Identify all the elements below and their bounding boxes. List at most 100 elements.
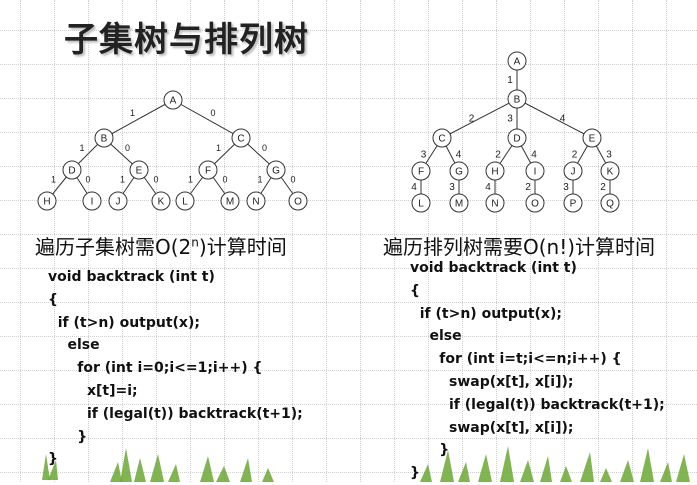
tree-node-label: P bbox=[570, 199, 577, 210]
edge-label: 3 bbox=[449, 182, 455, 193]
perm-code-line: { bbox=[410, 282, 420, 299]
perm-code-line: for (int i=t;i<=n;i++) { bbox=[410, 351, 622, 368]
slide-title: 子集树与排列树 bbox=[64, 20, 309, 60]
grass-blade bbox=[134, 458, 146, 482]
grass-blade bbox=[420, 464, 432, 482]
grid-hline bbox=[0, 30, 697, 31]
grass-blade bbox=[620, 460, 634, 482]
grid-vline bbox=[258, 0, 259, 482]
subset-code-line: if (t>n) output(x); bbox=[48, 314, 200, 331]
perm-code-line: if (t>n) output(x); bbox=[410, 305, 562, 322]
grid-vline bbox=[394, 0, 395, 482]
tree-node bbox=[600, 193, 620, 213]
grass-decoration bbox=[42, 446, 690, 482]
tree-node-label: M bbox=[226, 197, 234, 208]
subset-caption: 遍历子集树需O(2n)计算时间 bbox=[35, 231, 287, 260]
perm-code-line: void backtrack (int t) bbox=[410, 260, 577, 276]
grid-hline bbox=[0, 438, 697, 439]
grass-blade bbox=[676, 454, 690, 482]
grass-blade bbox=[150, 454, 164, 482]
grass-blade bbox=[168, 464, 180, 482]
grass-blade bbox=[640, 448, 654, 482]
tree-node bbox=[411, 193, 431, 213]
grid-hline bbox=[0, 64, 697, 65]
tree-node-label: C bbox=[438, 134, 445, 145]
subset-code-line: x[t]=i; bbox=[48, 382, 138, 399]
tree-node bbox=[288, 191, 308, 211]
grass-blade bbox=[458, 462, 470, 482]
tree-node bbox=[507, 89, 527, 109]
grid-vline bbox=[360, 0, 361, 482]
tree-node-label: E bbox=[589, 134, 596, 145]
tree-node-label: G bbox=[272, 166, 280, 177]
perm-code-block: void backtrack (int t) { if (t>n) output(… bbox=[410, 257, 665, 485]
grid-vline bbox=[54, 0, 55, 482]
grid-vline bbox=[292, 0, 293, 482]
tree-node-label: O bbox=[531, 199, 539, 210]
grid-hline bbox=[0, 200, 697, 201]
subset-code-line: else bbox=[48, 337, 100, 354]
grid-vline bbox=[632, 0, 633, 482]
grid-hline bbox=[0, 166, 697, 167]
edge-label: 1 bbox=[188, 175, 193, 185]
tree-node-label: D bbox=[513, 134, 520, 145]
tree-node-label: K bbox=[158, 197, 165, 208]
tree-node-label: J bbox=[571, 167, 576, 178]
tree-node-label: L bbox=[182, 197, 188, 208]
tree-node-label: A bbox=[514, 57, 521, 68]
tree-node bbox=[449, 161, 469, 181]
tree-edge bbox=[516, 98, 593, 139]
grid-vline bbox=[428, 0, 429, 482]
tree-node bbox=[485, 193, 505, 213]
grid-vline bbox=[224, 0, 225, 482]
grass-blade bbox=[120, 448, 132, 482]
grid-hline bbox=[0, 370, 697, 371]
grid-vline bbox=[462, 0, 463, 482]
perm-code-line: } bbox=[410, 442, 450, 459]
edge-label: 2 bbox=[600, 182, 606, 193]
tree-node bbox=[507, 51, 527, 71]
perm-code-line: else bbox=[410, 328, 462, 345]
tree-node-label: I bbox=[91, 197, 94, 208]
tree-node-label: G bbox=[455, 167, 463, 178]
grass-blade bbox=[600, 468, 612, 482]
tree-node bbox=[129, 160, 149, 180]
edge-label: 1 bbox=[130, 108, 135, 118]
perm-code-line: if (legal(t)) backtrack(t+1); bbox=[410, 396, 665, 413]
edge-label: 3 bbox=[507, 114, 513, 125]
grass-blade bbox=[48, 460, 58, 480]
grass-blade bbox=[216, 466, 230, 482]
tree-node-label: B bbox=[514, 95, 521, 106]
tree-node-label: B bbox=[101, 134, 108, 145]
grass-blade bbox=[560, 466, 572, 482]
edge-label: 2 bbox=[525, 182, 531, 193]
tree-node bbox=[231, 128, 251, 148]
grid-hline bbox=[0, 234, 697, 235]
tree-node-label: I bbox=[534, 167, 537, 178]
subset-code-line: } bbox=[48, 428, 88, 445]
edge-label: 4 bbox=[411, 182, 417, 193]
tree-node-label: F bbox=[205, 166, 211, 177]
tree-node bbox=[151, 191, 171, 211]
tree-edge bbox=[441, 98, 518, 139]
grid-vline bbox=[530, 0, 531, 482]
edge-label: 0 bbox=[85, 175, 90, 185]
grid-hline bbox=[0, 404, 697, 405]
tree-node bbox=[582, 128, 602, 148]
edge-label: 0 bbox=[125, 143, 130, 153]
tree-node bbox=[175, 191, 195, 211]
grid-vline bbox=[496, 0, 497, 482]
grass-blade bbox=[110, 462, 122, 482]
subset-code-line: } bbox=[48, 451, 58, 468]
grid-vline bbox=[88, 0, 89, 482]
perm-code-line: } bbox=[410, 465, 420, 482]
grass-blade bbox=[240, 458, 252, 482]
tree-node-label: Q bbox=[606, 199, 614, 210]
grid-hline bbox=[0, 472, 697, 473]
tree-node bbox=[82, 191, 102, 211]
grid-hline bbox=[0, 302, 697, 303]
edge-label: 3 bbox=[563, 182, 569, 193]
edge-label: 4 bbox=[560, 114, 566, 125]
tree-node bbox=[37, 191, 57, 211]
